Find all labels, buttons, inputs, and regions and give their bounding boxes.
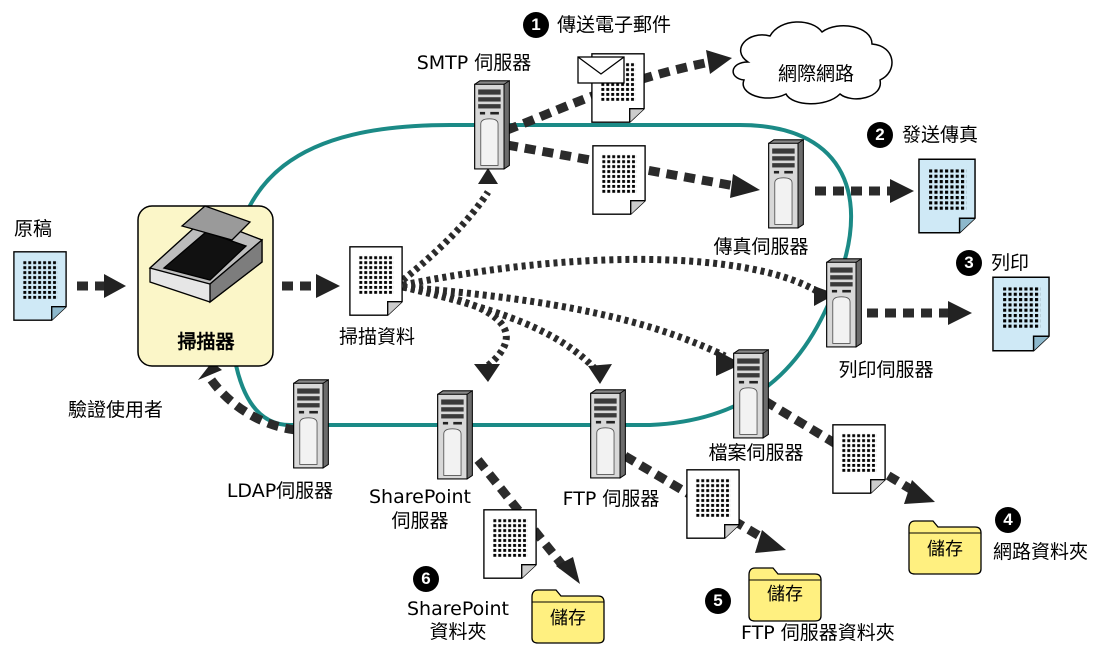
destination-2-number: 2 (867, 122, 893, 148)
print-server-icon (826, 258, 862, 348)
destination-1-number: 1 (523, 12, 549, 38)
fax-server-label: 傳真伺服器 (713, 236, 809, 258)
destination-4-label: 網路資料夾 (993, 541, 1089, 563)
sharepoint-server-label-2: 伺服器 (391, 510, 449, 532)
destination-3-number: 3 (956, 250, 982, 276)
file-server-icon (733, 349, 769, 439)
destination-3-label: 列印 (991, 252, 1030, 274)
destination-4-number: 4 (995, 507, 1021, 533)
sharepoint-folder-save-label: 儲存 (550, 608, 586, 629)
scan-data-label: 掃描資料 (338, 326, 416, 348)
internet-label: 網際網路 (777, 63, 855, 85)
scan-data-document (349, 246, 403, 316)
original-document (13, 251, 67, 321)
destination-5-label: FTP 伺服器資料夾 (741, 622, 895, 644)
destination-2-label: 發送傳真 (902, 124, 979, 146)
ftp-folder-save-label: 儲存 (767, 584, 803, 605)
fax-server-icon (768, 139, 804, 229)
sharepoint-document (483, 509, 537, 579)
envelope-icon (577, 56, 625, 84)
ftp-server-label: FTP 伺服器 (562, 488, 660, 510)
destination-6-label-1: SharePoint (406, 598, 510, 620)
file-server-label: 檔案伺服器 (708, 442, 804, 464)
auth-user-label: 驗證使用者 (68, 399, 164, 421)
scanner-icon (148, 205, 264, 304)
network-folder-save-label: 儲存 (927, 539, 963, 560)
original-label: 原稿 (14, 218, 53, 240)
destination-6-label-2: 資料夾 (429, 621, 487, 643)
fax-output-document (918, 158, 976, 234)
print-output-document (992, 276, 1050, 352)
destination-6-number: 6 (413, 566, 439, 592)
arrowheads (104, 50, 972, 584)
smtp-server-icon (474, 80, 510, 170)
destination-1-label: 傳送電子郵件 (557, 14, 672, 36)
smtp-server-label: SMTP 伺服器 (416, 52, 532, 74)
sharepoint-server-label-1: SharePoint (368, 486, 472, 508)
scanner-label: 掃描器 (177, 331, 235, 353)
ftp-document (686, 469, 740, 539)
internet-cloud (732, 21, 893, 105)
ftp-server-icon (590, 389, 626, 479)
ldap-server-label: LDAP伺服器 (226, 480, 334, 502)
file-server-document (832, 424, 886, 494)
fax-document (592, 145, 646, 215)
destination-5-number: 5 (705, 588, 731, 614)
sharepoint-server-icon (437, 390, 473, 480)
dotted-arrows (400, 190, 822, 375)
ldap-server-icon (293, 379, 329, 469)
print-server-label: 列印伺服器 (838, 359, 934, 381)
